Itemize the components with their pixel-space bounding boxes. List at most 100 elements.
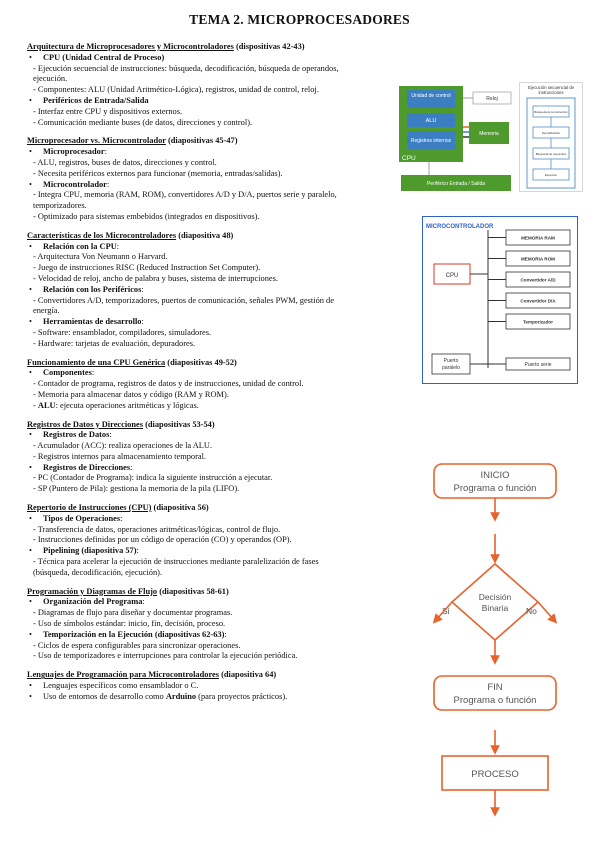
body-line: - Integra CPU, memoria (RAM, ROM), conve… [33,190,337,200]
exec-title-2: instrucciones [538,90,563,95]
body-line: - SP (Puntero de Pila): gestiona la memo… [33,484,240,494]
body-line: - Instrucciones definidas por un código … [33,535,292,545]
peripheral-box [401,175,511,191]
section: Registros de Datos y Direcciones (diapos… [27,420,417,496]
body-line: - Componentes: ALU (Unidad Aritmético-Ló… [33,85,319,95]
page-title: TEMA 2. MICROPROCESADORES [189,12,410,27]
bullet-heading: •CPU (Unidad Central de Proceso) [27,53,417,64]
bullet-heading: •Tipos de Operaciones: [27,514,417,525]
body-line: - Velocidad de reloj, ancho de palabra y… [33,273,278,283]
bullet-icon: • [29,513,32,523]
bullet-heading: •Relación con la CPU: [27,242,417,253]
section-title-text: Microprocesador vs. Microcontrolador [27,136,166,146]
bullet-heading-suffix: : [142,597,145,607]
parallel-port-box [431,353,471,375]
memory-label: Memoria [479,131,499,137]
section-title: Arquitectura de Microprocesadores y Micr… [27,42,417,53]
body-line: - ALU: ejecuta operaciones aritméticas y… [33,400,199,410]
section-title: Lenguajes de Programación para Microcont… [27,670,417,681]
body-line: - Uso de temporizadores e interrupciones… [33,651,298,661]
end-terminal [433,675,557,711]
section-title: Funcionamiento de una CPU Genérica (diap… [27,358,417,369]
plain-bullet-post: (para proyectos prácticos). [196,691,288,701]
flowchart-symbols: INICIO Programa o función Decisión Binar… [432,463,558,817]
bullet-heading: •Periféricos de Entrada/Salida [27,96,417,107]
exec-step-label: Búsqueda de la instrucción [534,110,568,114]
body-line: - Diagramas de flujo para diseñar y docu… [33,608,233,618]
exec-step-label: Ejecución [545,173,558,177]
mcu-block-label: Convertidor A/D [520,278,556,283]
bullet-heading-suffix: : [141,284,144,294]
body-line: - Juego de instrucciones RISC (Reduced I… [33,263,261,273]
registers-label: Registros internos [411,138,452,144]
parallel-port-label-1: Puerto [444,358,459,364]
no-label: No [526,606,537,616]
exec-title-1: Ejecución secuencial de [528,85,575,90]
bullet-heading-text: Pipelining (diapositiva 57) [43,546,137,556]
bullet-icon: • [29,317,32,327]
body-line: - Necesita periféricos externos para fun… [33,168,283,178]
bullet-heading-suffix: : [224,629,227,639]
body-line: - ALU, registros, buses de datos, direcc… [33,157,217,167]
body-line: ejecución. [33,74,68,84]
section: Microprocesador vs. Microcontrolador (di… [27,136,417,222]
bullet-heading-suffix: : [130,462,133,472]
section-ref: (diapositiva 56) [153,503,209,513]
bullet-heading-text: Periféricos de Entrada/Salida [43,95,149,105]
body-line: - Hardware: tarjetas de evaluación, depu… [33,338,196,348]
section-ref: (diapositivas 45-47) [167,136,238,146]
bullet-heading-suffix: : [116,241,120,251]
bullet-icon: • [29,179,32,189]
bullet-icon: • [29,462,32,472]
plain-bullet-text: Lenguajes específicos como ensamblador o… [43,681,199,691]
section-title: Características de los Microcontroladore… [27,231,417,242]
control-unit-label: Unidad de control [411,93,450,99]
exec-step-label: Decodificación [542,131,561,135]
body-line: - Optimizado para sistemas embebidos (in… [33,211,260,221]
mcu-block-label: MEMORIA ROM [521,257,555,262]
body-line: - Contador de programa, registros de dat… [33,379,304,389]
decision-label: Decisión [479,592,512,602]
bullet-heading-text: Microcontrolador [43,179,107,189]
body-line: - Acumulador (ACC): realiza operaciones … [33,441,213,451]
bullet-heading-suffix: : [106,179,110,189]
exec-step-label: Búsqueda de operandos [536,152,567,156]
body-line-bold: ALU [37,400,56,410]
body-line: - Transferencia de datos, operaciones ar… [33,524,281,534]
body-line: - Memoria para almacenar datos y código … [33,389,229,399]
body-line: - Comunicación mediante buses (de datos,… [33,117,253,127]
exec-step-box [532,168,570,181]
bullet-heading: •Organización del Programa: [27,597,417,608]
section-ref: (diapositivas 53-54) [145,419,215,429]
section-title: Microprocesador vs. Microcontrolador (di… [27,136,417,147]
section: Funcionamiento de una CPU Genérica (diap… [27,358,417,412]
bullet-heading-text: Componentes [43,368,92,378]
body-line-rest: : ejecuta operaciones aritméticas y lógi… [55,400,199,410]
bullet-heading: • Microcontrolador: [27,180,417,191]
bullet-heading-suffix: : [91,368,95,378]
bullet-heading: • Registros de Direcciones: [27,463,417,474]
plain-bullet: •Lenguajes específicos como ensamblador … [27,681,417,692]
bullet-heading-text: Registros de Direcciones [43,462,131,472]
section: Características de los Microcontroladore… [27,231,417,350]
plain-bullet-bold: Arduino [165,691,197,701]
start-label: INICIO [480,470,509,481]
sequential-execution-diagram: Ejecución secuencial de instrucciones Bú… [519,82,583,192]
section-ref: (diapositiva 48) [178,230,234,240]
section-ref: (dispositivas 42-43) [235,42,305,51]
bullet-heading-text: Relación con la CPU [43,241,117,251]
plain-bullet: •Uso de entornos de desarrollo como Ardu… [27,692,417,703]
bullet-heading-suffix: : [141,317,144,327]
start-sublabel: Programa o función [454,483,537,494]
bullet-heading-text: Relación con los Periféricos [43,284,142,294]
bullet-heading-text: Organización del Programa [43,597,143,607]
body-line: - Convertidores A/D, temporizadores, pue… [33,295,334,305]
body-line: - Registros internos para almacenamiento… [33,451,207,461]
bullet-icon: • [29,546,32,556]
bullet-heading-suffix: : [136,546,139,556]
peripheral-label: Periférico Entrada / Salida [427,181,485,187]
section-ref: (diapositivas 49-52) [167,357,237,367]
body-line: - Uso de símbolos estándar: inicio, fin,… [33,619,226,629]
section-title-text: Registros de Datos y Direcciones [27,419,143,429]
bullet-heading-text: Microprocesador [43,147,105,157]
